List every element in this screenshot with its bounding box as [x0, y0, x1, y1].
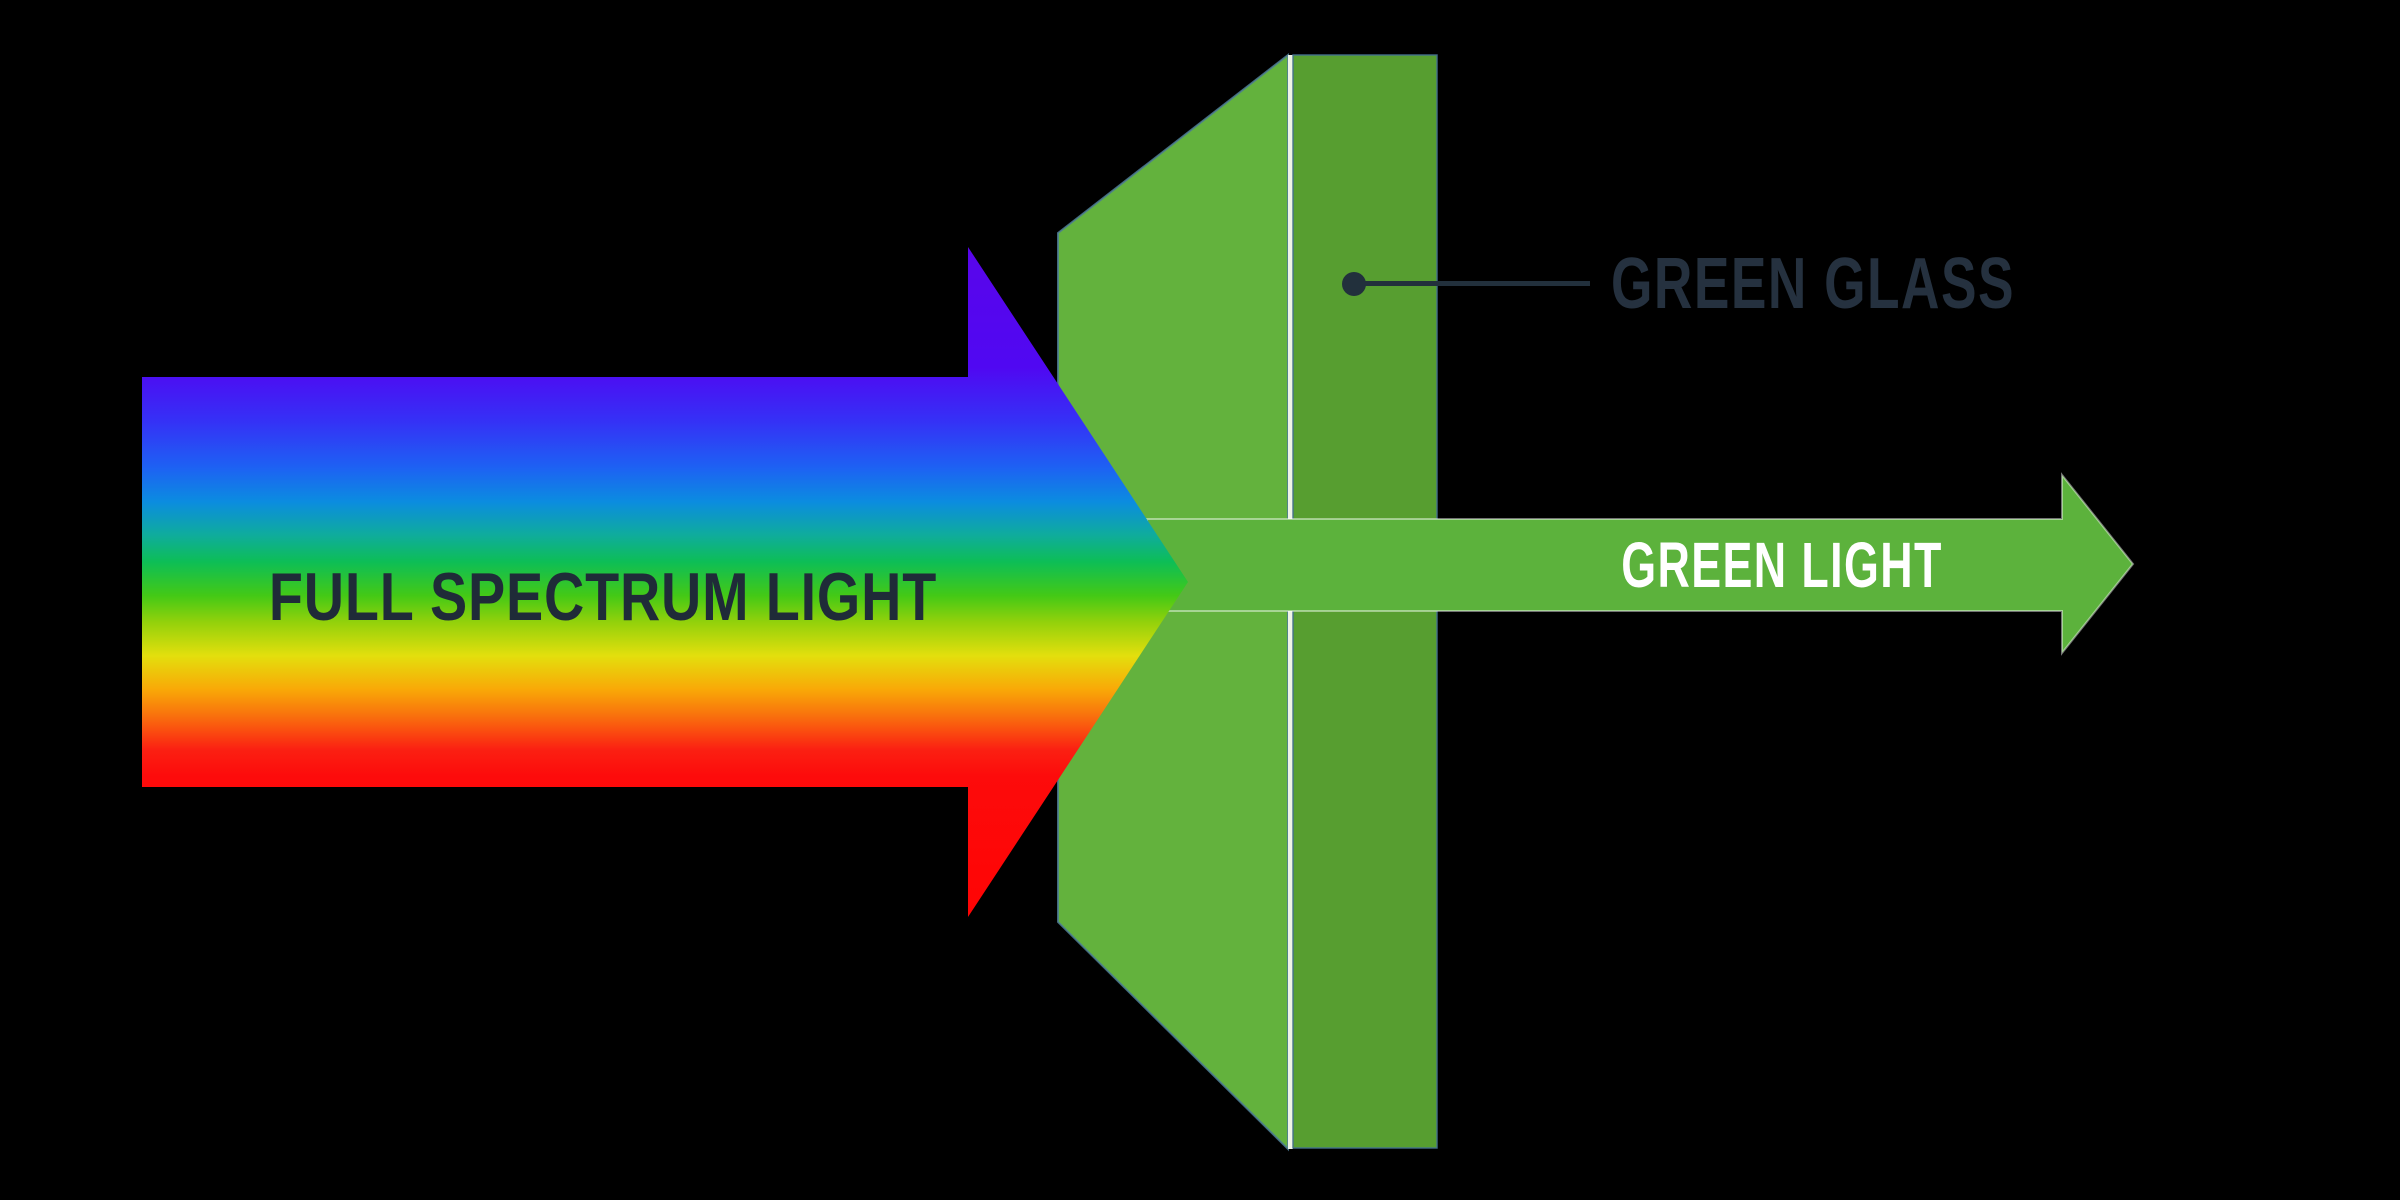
- full-spectrum-arrow: [142, 247, 1188, 917]
- green-glass-label: GREEN GLASS: [1610, 244, 2016, 324]
- green-glass-leader-line: [1354, 281, 1590, 286]
- green-light-label: GREEN LIGHT: [1621, 529, 1943, 601]
- green-light-arrow: [1146, 472, 2135, 656]
- green-glass-leader-dot: [1342, 272, 1366, 296]
- full-spectrum-label: FULL SPECTRUM LIGHT: [268, 559, 938, 635]
